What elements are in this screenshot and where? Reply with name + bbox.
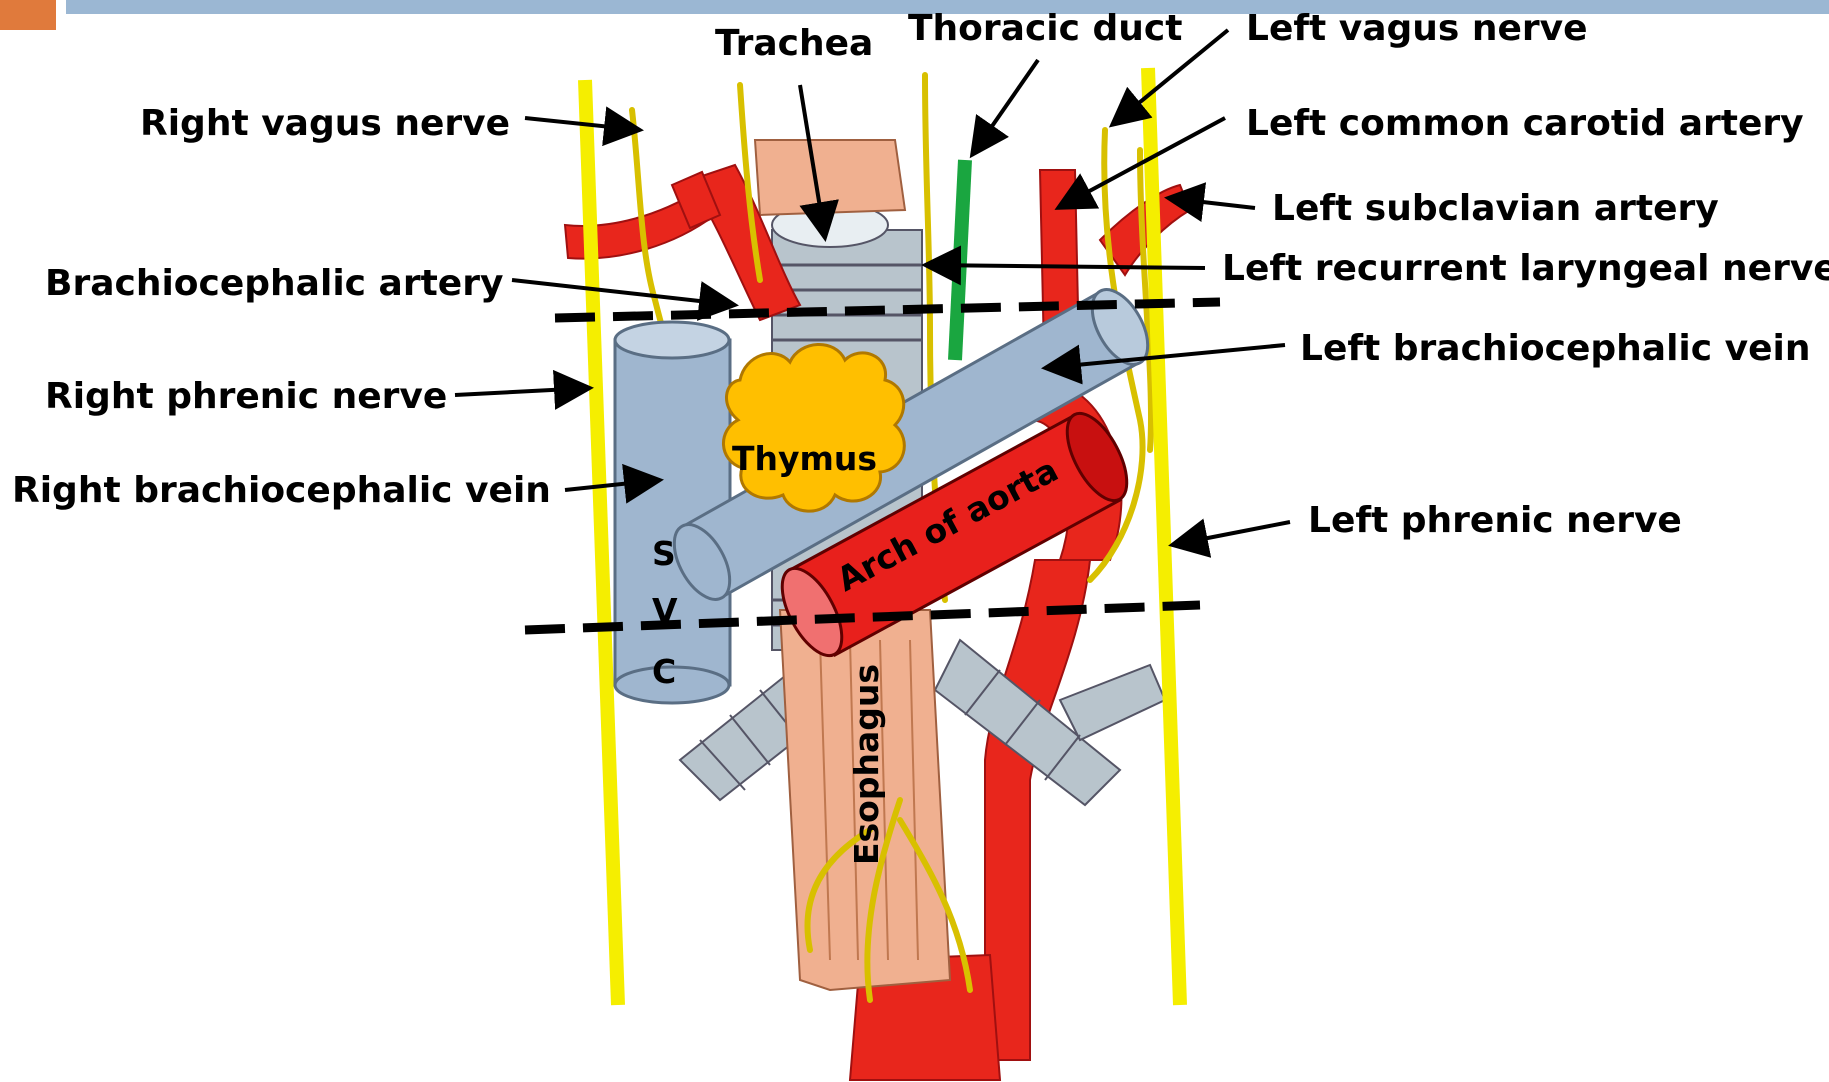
arrow-left-recurrent-laryngeal-nerve <box>925 265 1205 268</box>
label-left-phrenic-nerve: Left phrenic nerve <box>1308 500 1682 541</box>
arrow-thoracic-duct <box>972 60 1038 155</box>
label-thoracic-duct: Thoracic duct <box>908 8 1182 49</box>
label-left-recurrent-laryngeal-nerve: Left recurrent laryngeal nerve <box>1222 248 1829 289</box>
descending-aorta <box>985 560 1090 1060</box>
label-right-phrenic-nerve: Right phrenic nerve <box>45 376 447 417</box>
label-right-vagus-nerve: Right vagus nerve <box>140 103 510 144</box>
arrow-left-phrenic-nerve <box>1172 522 1290 545</box>
label-left-vagus-nerve: Left vagus nerve <box>1246 8 1588 49</box>
svc-letter-v: V <box>652 591 678 630</box>
esophagus-label: Esophagus <box>847 664 886 865</box>
thymus-label: Thymus <box>732 439 877 478</box>
label-trachea: Trachea <box>715 23 873 64</box>
thoracic-duct-line <box>955 160 965 360</box>
label-brachiocephalic-artery: Brachiocephalic artery <box>45 263 503 304</box>
arrow-brachiocephalic-artery <box>512 280 735 305</box>
label-left-common-carotid-artery: Left common carotid artery <box>1246 103 1804 144</box>
right-phrenic-nerve-line <box>585 80 618 1005</box>
label-right-brachiocephalic-vein: Right brachiocephalic vein <box>12 470 551 511</box>
svc-letter-c: C <box>652 652 676 691</box>
svc-letter-s: S <box>652 534 676 573</box>
arrow-right-phrenic-nerve <box>455 388 590 395</box>
label-left-brachiocephalic-vein: Left brachiocephalic vein <box>1300 328 1810 369</box>
label-left-subclavian-artery: Left subclavian artery <box>1272 188 1719 229</box>
thymus-shape <box>723 344 904 511</box>
